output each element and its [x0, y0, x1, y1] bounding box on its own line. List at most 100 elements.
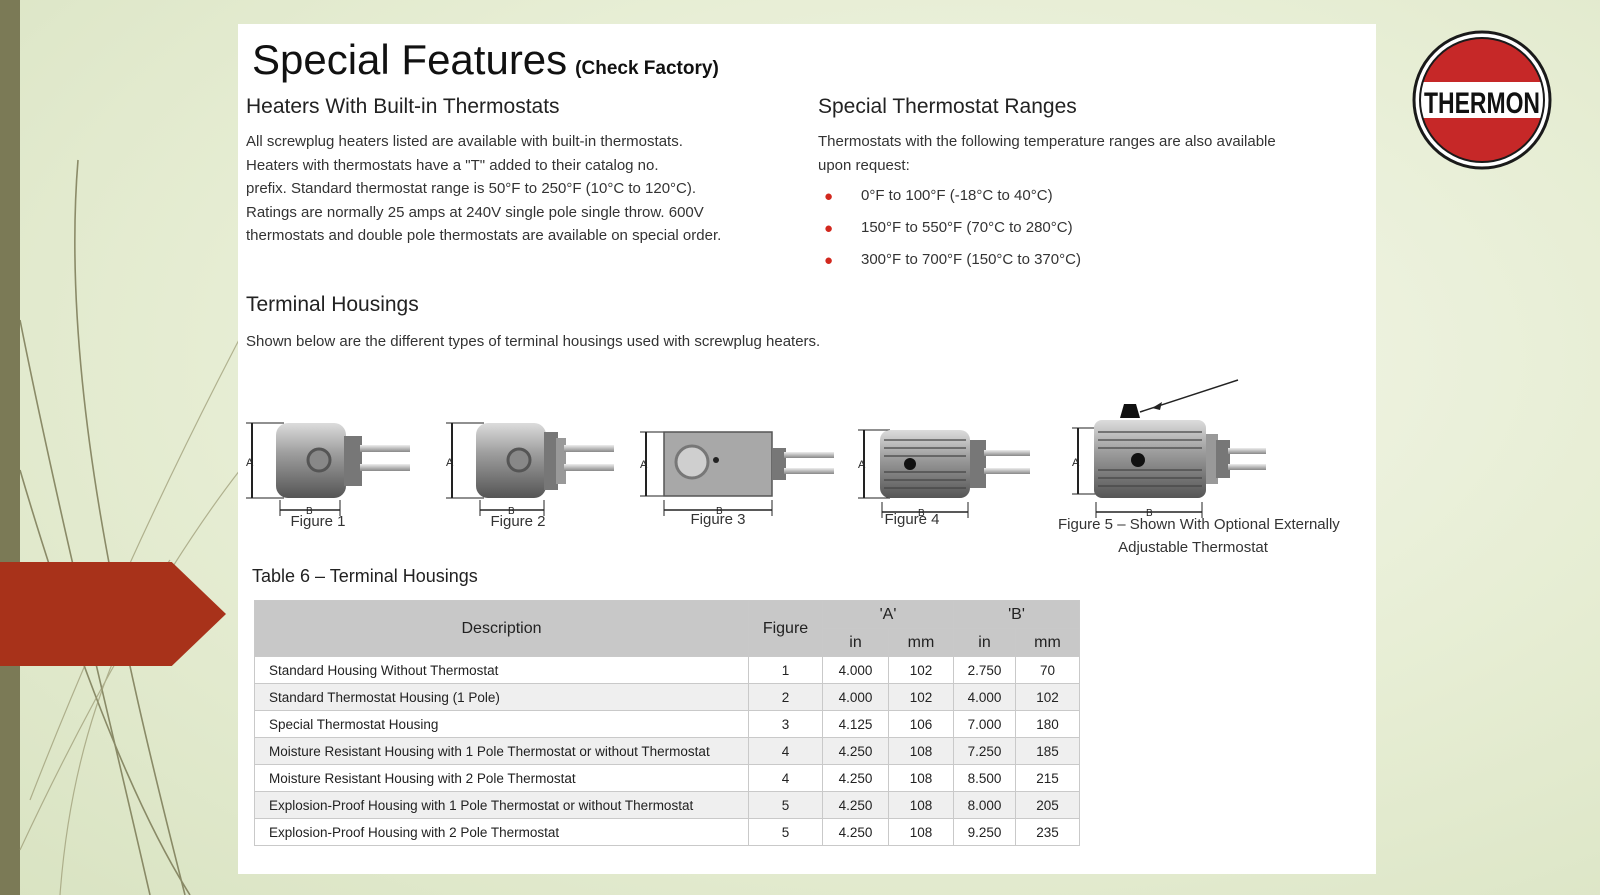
cell-figure: 3 [748, 710, 823, 738]
figure-2-image: A B [446, 422, 614, 517]
list-item: ● 300°F to 700°F (150°C to 370°C) [819, 250, 1081, 282]
bullet-icon: ● [824, 252, 834, 269]
content-card: Special Features(Check Factory) Heaters … [238, 24, 1376, 874]
cell-a-in: 4.250 [822, 737, 889, 765]
figure-5-image: A B [1072, 379, 1266, 519]
cell-a-in: 4.250 [822, 818, 889, 846]
cell-description: Moisture Resistant Housing with 1 Pole T… [254, 737, 749, 765]
cell-description: Explosion-Proof Housing with 1 Pole Ther… [254, 791, 749, 819]
dimension-b-label: B [918, 508, 925, 518]
left-accent-bar [0, 0, 20, 895]
list-item: ● 0°F to 100°F (-18°C to 40°C) [819, 186, 1081, 218]
cell-b-in: 8.000 [953, 791, 1016, 819]
table-row: Explosion-Proof Housing with 1 Pole Ther… [254, 791, 1080, 819]
cell-b-mm: 205 [1015, 791, 1080, 819]
thermostats-paragraph: All screwplug heaters listed are availab… [246, 130, 721, 248]
table-row: Explosion-Proof Housing with 2 Pole Ther… [254, 818, 1080, 846]
logo-text: THERMON [1424, 87, 1540, 120]
ranges-list: ● 0°F to 100°F (-18°C to 40°C) ● 150°F to … [819, 186, 1081, 282]
bullet-icon: ● [824, 188, 834, 205]
header-a-in: in [822, 628, 889, 657]
cell-figure: 2 [748, 683, 823, 711]
thermon-logo: THERMON [1412, 30, 1552, 170]
cell-description: Explosion-Proof Housing with 2 Pole Ther… [254, 818, 749, 846]
figure-3-caption: Figure 3 [690, 511, 746, 528]
para-line: Heaters with thermostats have a "T" adde… [246, 156, 659, 174]
cell-a-mm: 102 [888, 656, 954, 684]
cell-b-in: 7.250 [953, 737, 1016, 765]
header-description: Description [254, 600, 749, 657]
cell-a-in: 4.000 [822, 683, 889, 711]
cell-b-mm: 185 [1015, 737, 1080, 765]
dimension-a-label: A [640, 459, 648, 471]
range-text: 150°F to 550°F (70°C to 280°C) [861, 219, 1073, 236]
dimension-b-label: B [716, 506, 723, 517]
dimension-a-label: A [1072, 457, 1080, 469]
cell-description: Special Thermostat Housing [254, 710, 749, 738]
ranges-heading: Special Thermostat Ranges [818, 95, 1077, 118]
title-note: (Check Factory) [575, 58, 719, 79]
figure-2-caption: Figure 2 [490, 513, 546, 530]
housings-heading: Terminal Housings [246, 293, 419, 316]
para-line: Thermostats with the following temperatu… [818, 133, 1276, 150]
cell-figure: 5 [748, 791, 823, 819]
para-line: thermostats and double pole thermostats … [246, 227, 722, 244]
page-title: Special Features(Check Factory) [252, 36, 719, 84]
housings-intro: Shown below are the different types of t… [246, 333, 821, 350]
cell-b-in: 2.750 [953, 656, 1016, 684]
cell-a-mm: 108 [888, 818, 954, 846]
cell-a-in: 4.250 [822, 764, 889, 792]
cell-a-in: 4.250 [822, 791, 889, 819]
header-a-mm: mm [888, 628, 954, 657]
cell-b-in: 7.000 [953, 710, 1016, 738]
figure-4-caption: Figure 4 [884, 511, 940, 528]
cell-b-in: 8.500 [953, 764, 1016, 792]
para-line: Ratings are normally 25 amps at 240V sin… [246, 203, 704, 221]
cell-a-mm: 108 [888, 764, 954, 792]
para-line: upon request: [818, 156, 910, 174]
dimension-b-label: B [1146, 508, 1153, 519]
cell-a-mm: 108 [888, 791, 954, 819]
cell-b-mm: 70 [1015, 656, 1080, 684]
header-a: 'A' [822, 600, 954, 629]
header-figure: Figure [748, 600, 823, 657]
cell-figure: 4 [748, 737, 823, 765]
arrow-shape [0, 562, 226, 666]
cell-figure: 1 [748, 656, 823, 684]
caption-line: Adjustable Thermostat [1118, 539, 1268, 556]
thermostats-heading: Heaters With Built-in Thermostats [246, 95, 560, 118]
cell-a-mm: 102 [888, 683, 954, 711]
header-b-in: in [953, 628, 1016, 657]
list-item: ● 150°F to 550°F (70°C to 280°C) [819, 218, 1081, 250]
table-row: Moisture Resistant Housing with 1 Pole T… [254, 737, 1080, 765]
table-row: Standard Housing Without Thermostat 1 4.… [254, 656, 1080, 684]
bullet-icon: ● [824, 220, 834, 237]
dimension-a-label: A [246, 457, 254, 469]
cell-b-mm: 215 [1015, 764, 1080, 792]
header-b: 'B' [953, 600, 1080, 629]
figure-1-caption: Figure 1 [290, 513, 346, 530]
table-row: Special Thermostat Housing 3 4.125 106 7… [254, 710, 1080, 738]
cell-description: Moisture Resistant Housing with 2 Pole T… [254, 764, 749, 792]
cell-a-in: 4.000 [822, 656, 889, 684]
header-b-mm: mm [1015, 628, 1080, 657]
range-text: 300°F to 700°F (150°C to 370°C) [861, 251, 1081, 268]
figure-3-image: A B [640, 431, 834, 517]
table-title: Table 6 – Terminal Housings [252, 566, 478, 586]
dimension-b-label: B [306, 506, 313, 517]
dimension-a-label: A [446, 457, 454, 469]
figure-1-image: A B [246, 422, 410, 517]
table-row: Standard Thermostat Housing (1 Pole) 2 4… [254, 683, 1080, 711]
table-row: Moisture Resistant Housing with 2 Pole T… [254, 764, 1080, 792]
cell-b-in: 4.000 [953, 683, 1016, 711]
cell-b-mm: 180 [1015, 710, 1080, 738]
cell-figure: 5 [748, 818, 823, 846]
cell-a-mm: 106 [888, 710, 954, 738]
cell-description: Standard Thermostat Housing (1 Pole) [254, 683, 749, 711]
dimension-a-label: A [858, 459, 866, 471]
terminal-housings-table: Description Figure 'A' 'B' in mm in mm S… [254, 600, 1080, 846]
para-line: prefix. Standard thermostat range is 50°… [246, 180, 697, 197]
range-text: 0°F to 100°F (-18°C to 40°C) [861, 187, 1053, 204]
cell-b-in: 9.250 [953, 818, 1016, 846]
ranges-paragraph: Thermostats with the following temperatu… [818, 130, 1276, 177]
